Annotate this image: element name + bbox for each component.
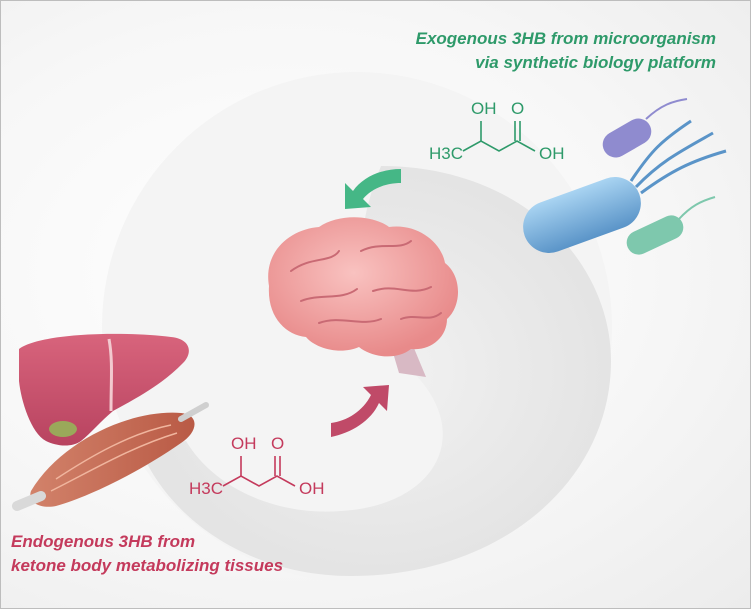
liver-icon [19,333,189,446]
exogenous-caption: Exogenous 3HB from microorganism via syn… [416,27,716,75]
brain-icon [268,217,458,377]
endogenous-line2: ketone body metabolizing tissues [11,556,284,575]
bacteria-icon [523,98,727,255]
mol-top-acid-oh: OH [539,144,565,163]
molecule-3hb-bottom: OH O H3C OH [189,434,325,498]
mol-top-oh: OH [471,99,497,118]
cycle-ring [141,166,611,576]
arrow-icon-red [331,385,389,437]
muscle-icon [12,402,209,511]
mol-bottom-acid-oh: OH [299,479,325,498]
mol-bottom-ch3: H3C [189,479,223,498]
molecule-3hb-top: OH O H3C OH [429,99,565,163]
exogenous-line2: via synthetic biology platform [475,53,716,72]
mol-top-o: O [511,99,524,118]
exogenous-line1: Exogenous 3HB from microorganism [415,29,716,48]
endogenous-line1: Endogenous 3HB from [11,532,196,551]
mol-bottom-oh: OH [231,434,257,453]
mol-bottom-o: O [271,434,284,453]
endogenous-caption: Endogenous 3HB from ketone body metaboli… [11,530,283,578]
mol-top-ch3: H3C [429,144,463,163]
arrow-icon-green [345,169,401,209]
